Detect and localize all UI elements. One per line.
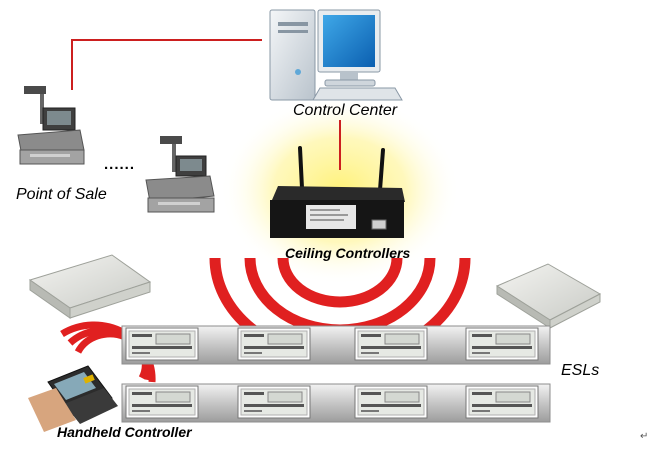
control-center-label: Control Center bbox=[293, 102, 398, 119]
wireless-router-icon bbox=[270, 146, 405, 238]
esl-tag-icon bbox=[125, 385, 199, 419]
esls-label: ESLs bbox=[561, 362, 600, 379]
ceiling-controllers-label: Ceiling Controllers bbox=[285, 245, 411, 261]
access-point-icon-left bbox=[28, 254, 152, 319]
esl-tag-icon bbox=[237, 385, 311, 419]
return-mark: ↵ bbox=[640, 431, 649, 442]
esl-tag-icon bbox=[125, 327, 199, 361]
esl-tag-icon bbox=[465, 385, 539, 419]
handheld-controller-label: Handheld Controller bbox=[57, 424, 192, 440]
cash-register-icon-2 bbox=[145, 136, 215, 213]
access-point-icon-right bbox=[495, 263, 602, 329]
esl-tag-icon bbox=[237, 327, 311, 361]
point-of-sale-label: Point of Sale bbox=[16, 186, 107, 203]
ellipsis-label: ...... bbox=[104, 156, 136, 173]
cash-register-icon-1 bbox=[17, 86, 85, 165]
esl-tag-icon bbox=[354, 385, 428, 419]
pos-to-control-center-link bbox=[71, 39, 262, 90]
esl-tag-icon bbox=[354, 327, 428, 361]
desktop-computer-icon bbox=[269, 9, 403, 101]
esl-tag-icon bbox=[465, 327, 539, 361]
barcode-scanner-icon bbox=[28, 365, 118, 432]
